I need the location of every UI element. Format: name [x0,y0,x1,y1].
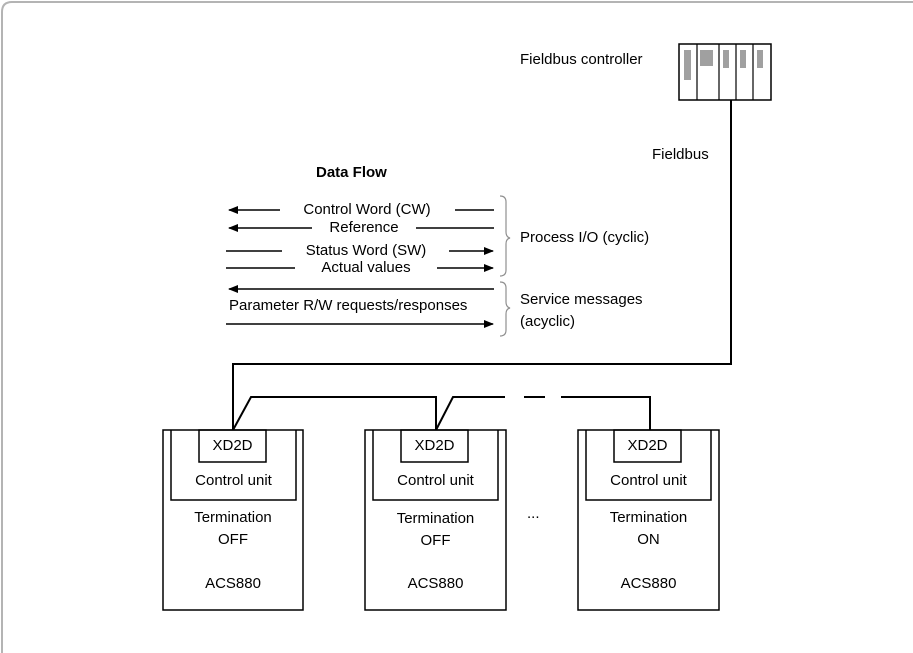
daisy-chain-cable-1 [232,396,437,431]
daisy-chain-cable-3 [561,396,651,430]
fieldbus-controller-label: Fieldbus controller [520,51,643,68]
drive-1-model: ACS880 [205,575,261,592]
drive-3-frame [577,429,720,611]
data-flow-arrows [226,206,494,328]
data-flow-title: Data Flow [316,164,387,181]
ellipsis: ... [527,505,540,522]
drive-2-model: ACS880 [407,575,464,592]
service-messages-label: Service messages [520,291,643,308]
acyclic-label: (acyclic) [520,313,575,330]
process-io-brace [499,195,511,277]
drive-1-module: XD2D [212,437,253,454]
drive-3-control-unit: Control unit [610,472,687,489]
process-io-label: Process I/O (cyclic) [520,229,650,246]
service-messages-brace [499,281,511,337]
drive-3-model: ACS880 [620,575,677,592]
drive-2-frame [364,429,507,611]
drive-1-control-unit: Control unit [195,472,272,489]
fieldbus-controller-icon [678,43,772,101]
drive-2-module: XD2D [414,437,455,454]
drive-3-termination-label: Termination [609,509,688,526]
control-word-label: Control Word (CW) [303,201,431,218]
drive-3-termination-state: ON [637,531,660,548]
drive-1-termination-label: Termination [194,509,272,526]
status-word-label: Status Word (SW) [305,242,427,259]
actual-values-label: Actual values [321,259,411,276]
drive-1-frame [162,429,304,611]
drive-1-termination-state: OFF [218,531,248,548]
drive-3-module: XD2D [627,437,668,454]
drive-2-control-unit: Control unit [397,472,474,489]
daisy-chain-cable-2 [435,396,505,431]
fieldbus-label: Fieldbus [652,146,709,163]
fieldbus-cable [232,100,732,430]
drive-2-termination-state: OFF [420,532,451,549]
parameter-rw-label: Parameter R/W requests/responses [229,297,468,314]
drive-2-termination-label: Termination [396,510,475,527]
reference-label: Reference [329,219,399,236]
